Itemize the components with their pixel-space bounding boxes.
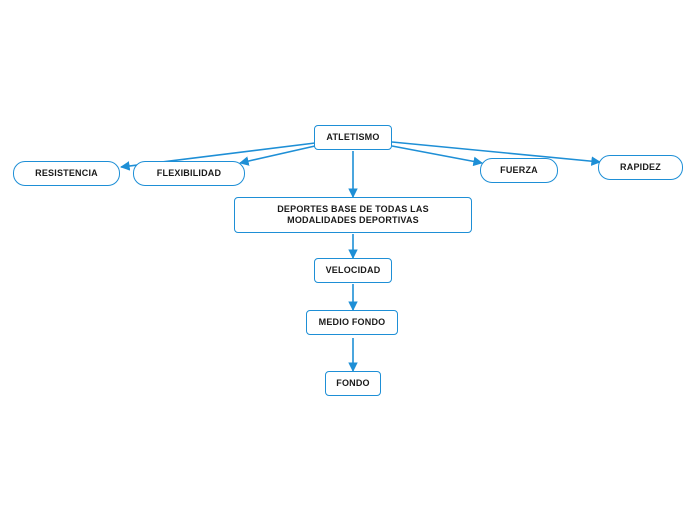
node-fuerza-label: FUERZA <box>500 165 538 175</box>
node-medio-fondo-label: MEDIO FONDO <box>318 317 386 327</box>
node-medio-fondo[interactable]: MEDIO FONDO <box>306 310 398 335</box>
node-resistencia[interactable]: RESISTENCIA <box>13 161 120 186</box>
connector-atletismo-to-fuerza <box>391 145 483 167</box>
node-velocidad-label: VELOCIDAD <box>325 265 381 275</box>
node-deportes-base[interactable]: DEPORTES BASE DE TODAS LAS MODALIDADES D… <box>234 197 472 233</box>
node-deportes-base-label: DEPORTES BASE DE TODAS LAS MODALIDADES D… <box>277 204 429 225</box>
node-flexibilidad[interactable]: FLEXIBILIDAD <box>133 161 245 186</box>
node-resistencia-label: RESISTENCIA <box>35 168 98 178</box>
node-rapidez[interactable]: RAPIDEZ <box>598 155 683 180</box>
node-flexibilidad-label: FLEXIBILIDAD <box>156 168 222 178</box>
connector-atletismo-to-flexibilidad <box>239 145 316 166</box>
node-velocidad[interactable]: VELOCIDAD <box>314 258 392 283</box>
node-atletismo[interactable]: ATLETISMO <box>314 125 392 150</box>
node-fondo-label: FONDO <box>336 378 370 388</box>
node-atletismo-label: ATLETISMO <box>326 132 380 142</box>
node-rapidez-label: RAPIDEZ <box>620 162 661 172</box>
connector-atletismo-to-rapidez <box>391 141 601 166</box>
node-fuerza[interactable]: FUERZA <box>480 158 558 183</box>
node-fondo[interactable]: FONDO <box>325 371 381 396</box>
